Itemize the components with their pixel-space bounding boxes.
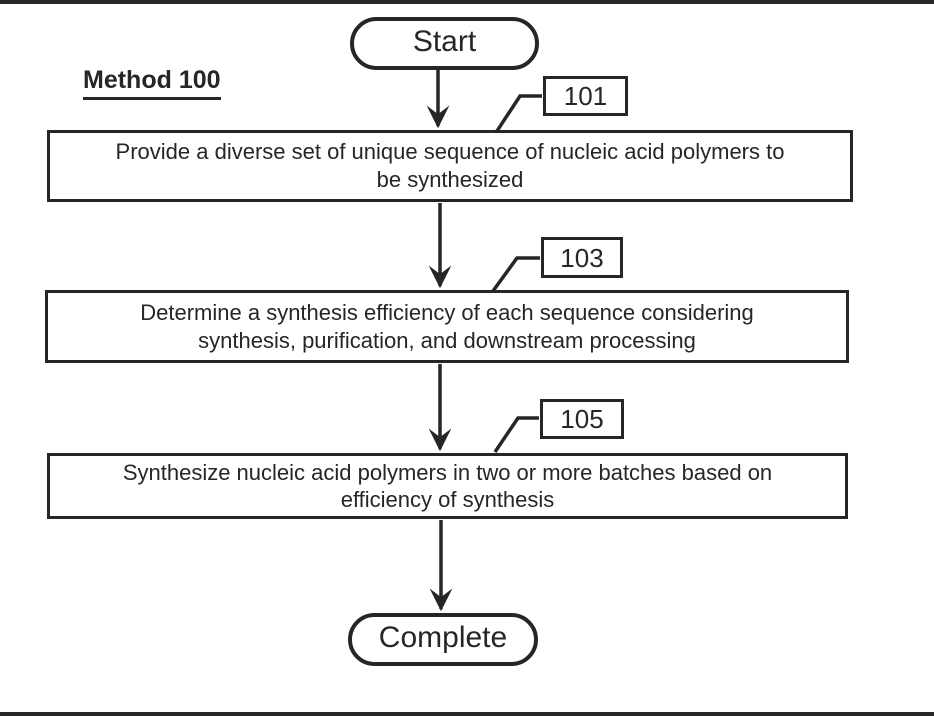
process-step-103: Determine a synthesis efficiency of each…	[45, 290, 849, 363]
process-step-text-line: efficiency of synthesis	[340, 487, 555, 512]
leader-line-103	[491, 256, 540, 293]
process-step-text-line: be synthesized	[376, 167, 524, 192]
ref-number-label: 101	[563, 81, 608, 111]
start-terminal-label: Start	[412, 25, 477, 58]
start-terminal: Start	[350, 17, 539, 70]
complete-terminal: Complete	[348, 613, 538, 666]
process-step-101: Provide a diverse set of unique sequence…	[47, 130, 853, 202]
method-title: Method 100	[83, 66, 221, 100]
ref-number-label: 105	[560, 404, 604, 434]
ref-number-box-105: 105	[540, 399, 624, 439]
process-step-text-line: Synthesize nucleic acid polymers in two …	[122, 460, 773, 485]
complete-terminal-label: Complete	[378, 621, 508, 654]
top-border-rule	[0, 0, 934, 4]
leader-line-101	[495, 94, 542, 132]
bottom-border-rule	[0, 712, 934, 716]
process-step-text-line: Provide a diverse set of unique sequence…	[115, 139, 785, 164]
leader-line-105	[493, 416, 539, 453]
ref-number-box-101: 101	[543, 76, 628, 116]
ref-number-box-103: 103	[541, 237, 623, 278]
process-step-105: Synthesize nucleic acid polymers in two …	[47, 453, 848, 519]
process-step-text-line: Determine a synthesis efficiency of each…	[140, 299, 754, 325]
process-step-text-line: synthesis, purification, and downstream …	[198, 327, 696, 353]
ref-number-label: 103	[560, 242, 604, 273]
